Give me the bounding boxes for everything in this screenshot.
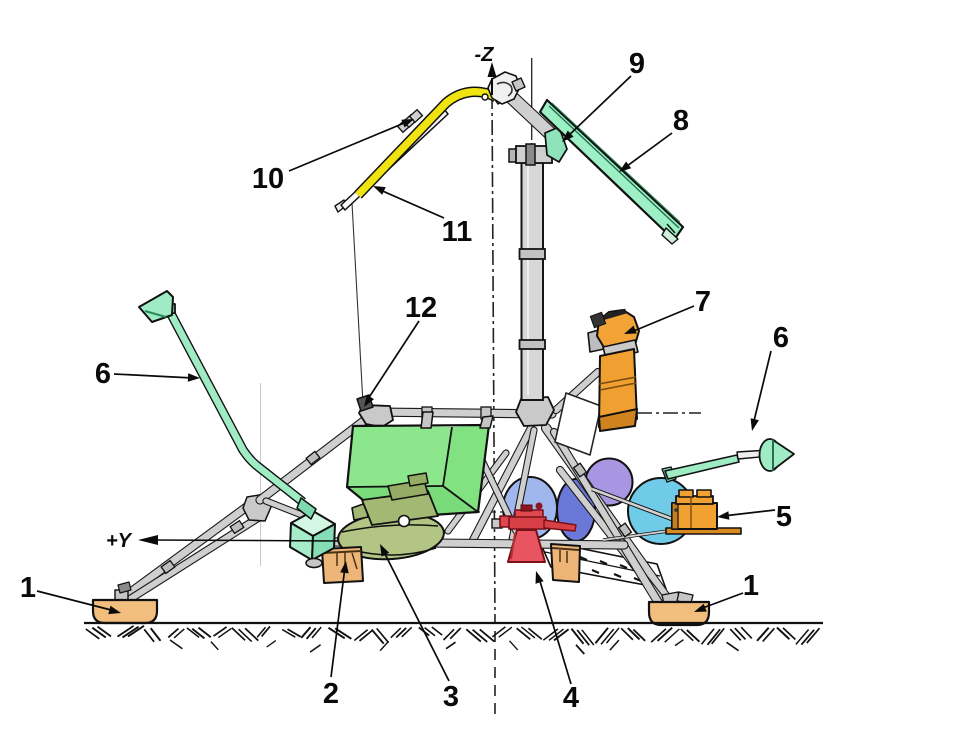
svg-text:10: 10 <box>252 163 284 195</box>
svg-text:6: 6 <box>773 322 789 354</box>
svg-text:+Y: +Y <box>106 530 133 552</box>
svg-text:8: 8 <box>673 105 689 137</box>
svg-text:9: 9 <box>629 48 645 80</box>
svg-text:11: 11 <box>442 216 473 248</box>
svg-text:5: 5 <box>776 501 792 533</box>
svg-text:2: 2 <box>323 678 339 710</box>
svg-text:3: 3 <box>443 681 459 713</box>
svg-text:6: 6 <box>95 358 111 390</box>
svg-text:1: 1 <box>743 570 759 602</box>
svg-text:4: 4 <box>563 682 579 714</box>
svg-text:1: 1 <box>20 572 36 604</box>
svg-text:-Z: -Z <box>475 44 495 66</box>
svg-text:12: 12 <box>405 292 437 324</box>
svg-text:7: 7 <box>695 286 711 318</box>
